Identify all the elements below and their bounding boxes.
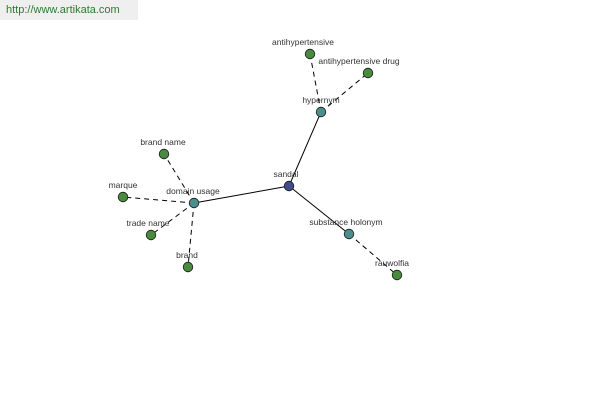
labels-layer: sandal hypernym domain usage substance holo…	[109, 37, 410, 268]
edge-sandal-to-domain-usage	[193, 185, 290, 204]
edge-domain-usage-to-brand	[187, 202, 195, 268]
node-label-antihypertensive[interactable]: antihypertensive	[272, 37, 334, 47]
nodes-layer	[117, 48, 403, 281]
edges-layer	[122, 53, 398, 276]
node-label-brand[interactable]: brand	[176, 250, 198, 260]
node-label-marque[interactable]: marque	[109, 180, 138, 190]
node-label-rauwolfia[interactable]: rauwolfia	[375, 258, 409, 268]
node-brand[interactable]	[182, 261, 194, 273]
edge-hypernym-to-antihypertensive	[309, 53, 322, 113]
node-brand-name[interactable]	[158, 148, 170, 160]
node-label-brand-name[interactable]: brand name	[140, 137, 186, 147]
node-label-domain-usage[interactable]: domain usage	[166, 186, 220, 196]
edge-hypernym-to-antihypertensive-drug	[320, 72, 369, 113]
node-label-antihypertensive-drug[interactable]: antihypertensive drug	[318, 56, 400, 66]
edge-sandal-to-substance-holonym	[288, 185, 350, 235]
node-antihypertensive[interactable]	[304, 48, 316, 60]
edge-substance-holonym-to-rauwolfia	[348, 233, 398, 276]
node-trade-name[interactable]	[145, 229, 157, 241]
node-hypernym[interactable]	[315, 106, 327, 118]
edge-sandal-to-hypernym	[288, 111, 322, 187]
node-domain-usage[interactable]	[188, 197, 200, 209]
node-marque[interactable]	[117, 191, 129, 203]
site-url[interactable]: http://www.artikata.com	[0, 0, 138, 20]
node-label-substance-holonym[interactable]: substance holonym	[309, 217, 382, 227]
node-label-trade-name[interactable]: trade name	[127, 218, 170, 228]
edge-domain-usage-to-brand-name	[163, 153, 195, 204]
node-sandal[interactable]	[283, 180, 295, 192]
node-rauwolfia[interactable]	[391, 269, 403, 281]
node-label-hypernym[interactable]: hypernym	[302, 95, 339, 105]
edge-domain-usage-to-marque	[122, 196, 195, 204]
node-label-sandal[interactable]: sandal	[273, 169, 298, 179]
node-substance-holonym[interactable]	[343, 228, 355, 240]
node-antihypertensive-drug[interactable]	[362, 67, 374, 79]
